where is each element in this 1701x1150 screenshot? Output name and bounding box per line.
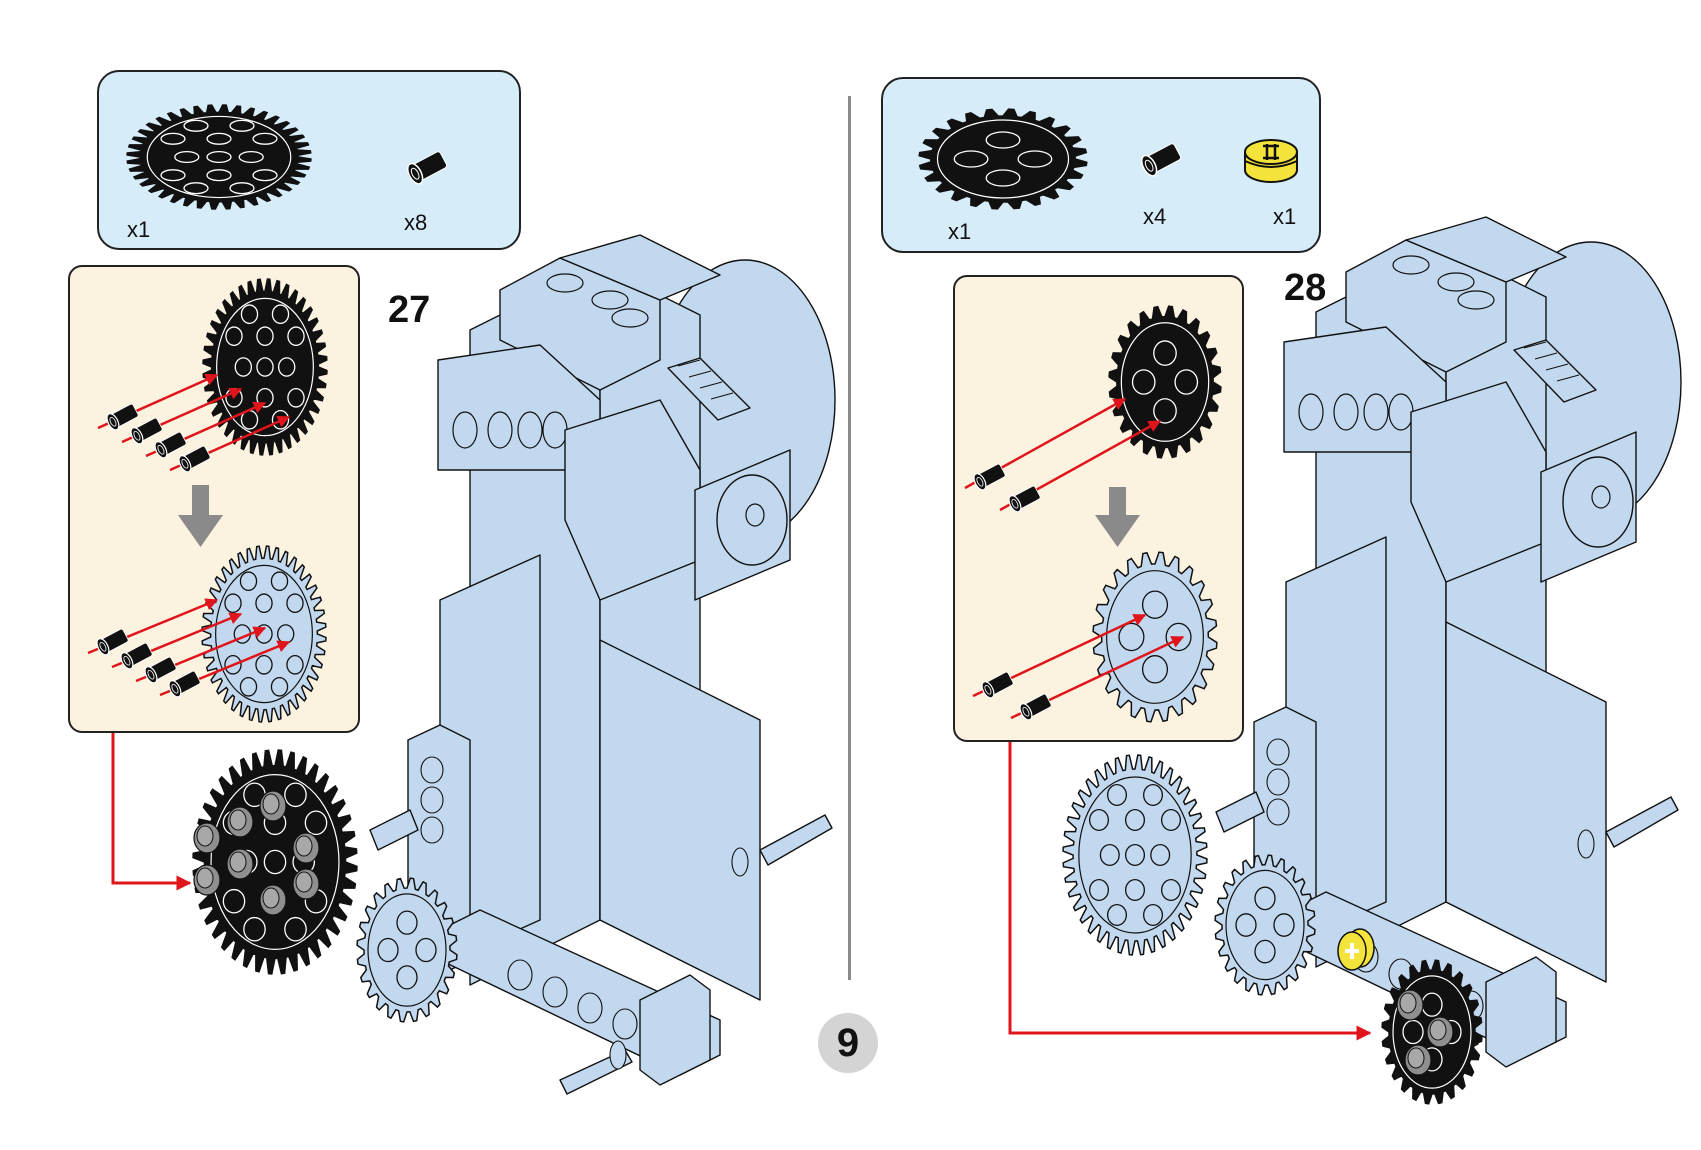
- sub-assembly-callout-step-27: [68, 265, 360, 733]
- parts-list-box-step-27: x1 x8: [97, 70, 521, 250]
- half-bushing-yellow-icon: [1244, 139, 1298, 183]
- gear-24-tooth-black-icon: [918, 108, 1088, 210]
- beam-end: [1485, 956, 1557, 1068]
- gear-teeth: [1092, 551, 1218, 723]
- parts-quantity: x8: [404, 210, 428, 235]
- grille-tile: [667, 357, 751, 421]
- axle-right: [1605, 796, 1679, 848]
- friction-pin: [130, 417, 163, 445]
- large-gear-blue: [1062, 754, 1208, 956]
- parts-quantity: x1: [948, 219, 972, 244]
- friction-pin: [178, 445, 211, 473]
- friction-pin: [106, 403, 139, 431]
- page-number: 9: [836, 1020, 860, 1065]
- top-brick-top: [1405, 216, 1567, 283]
- base-front-block: [1445, 621, 1607, 983]
- parts-quantity: x1: [127, 217, 151, 242]
- gear-teeth: [356, 877, 458, 1023]
- gear-24-tooth-black-icon: [1108, 305, 1222, 459]
- axle-right: [759, 814, 833, 866]
- friction-pin: [120, 642, 153, 670]
- down-arrow-icon: [1095, 487, 1140, 547]
- beam-end: [639, 974, 711, 1086]
- friction-pin: [973, 463, 1006, 491]
- friction-pin-black-icon: [1141, 143, 1182, 177]
- page-divider: [848, 96, 851, 980]
- small-gear-blue: [356, 877, 458, 1023]
- parts-quantity: x4: [1143, 204, 1167, 229]
- gear-teeth: [1214, 854, 1316, 996]
- attached-pins-gray: [193, 790, 320, 916]
- gear-40-tooth-black-icon: [126, 104, 312, 210]
- step-number: 27: [388, 289, 431, 331]
- friction-pin: [1141, 143, 1182, 177]
- friction-pin: [144, 656, 177, 684]
- friction-pin: [96, 628, 129, 656]
- gear-40-tooth-black-icon: [202, 278, 328, 456]
- pin-insertion-arrows: [87, 598, 291, 698]
- half-bushing-yellow: [1337, 928, 1375, 971]
- friction-pin-black-icon: [407, 151, 448, 185]
- parts-list-box-step-28: x1 x4 x1: [881, 77, 1321, 253]
- friction-pin: [1019, 693, 1052, 721]
- pin-insertion-arrows: [972, 613, 1185, 721]
- friction-pin: [407, 151, 448, 185]
- gear-teeth: [1108, 305, 1222, 459]
- axle-left: [369, 809, 419, 851]
- friction-pin: [168, 670, 201, 698]
- friction-pin: [154, 431, 187, 459]
- gear-teeth: [918, 108, 1088, 210]
- axle-left: [1215, 791, 1265, 833]
- pin-insertion-arrows: [964, 397, 1162, 513]
- parts-quantity: x1: [1273, 204, 1297, 229]
- base-front-block: [599, 639, 761, 1001]
- page-number-badge: 9: [818, 1013, 878, 1073]
- friction-pin: [1008, 485, 1041, 513]
- small-gear-blue: [1214, 854, 1316, 996]
- attached-pins-gray: [1396, 989, 1454, 1076]
- sub-assembly-callout-step-28: [953, 275, 1244, 742]
- down-arrow-icon: [178, 485, 223, 547]
- friction-pin: [981, 671, 1014, 699]
- top-brick-top: [559, 234, 721, 301]
- pin-insertion-arrows: [97, 373, 291, 473]
- step-number: 28: [1284, 267, 1327, 309]
- grille-tile: [1513, 339, 1597, 403]
